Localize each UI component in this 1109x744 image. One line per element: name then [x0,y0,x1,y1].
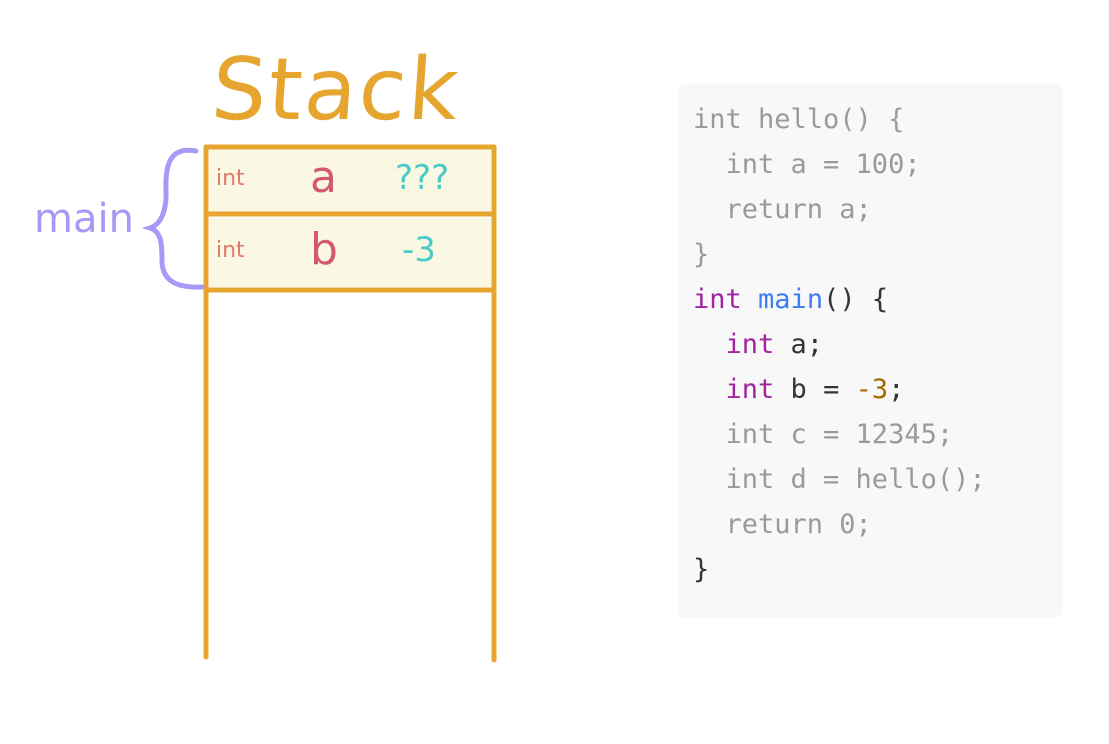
row-var-name: b [310,224,338,275]
code-line: } [678,552,1063,597]
code-token: return 0; [693,509,872,540]
stack-cell-b [209,218,491,287]
code-line: int c = 12345; [678,417,1063,462]
code-token [742,284,758,315]
code-token: b = [774,374,856,405]
code-token: () { [823,284,889,315]
code-token: -3 [855,374,889,405]
code-line: int hello() { [678,102,1063,147]
code-token: int c = 12345; [693,419,954,450]
code-token: int [725,374,775,405]
code-token: return a; [693,194,872,225]
code-line: return 0; [678,507,1063,552]
code-token: int [725,329,775,360]
row-value: ??? [395,158,450,198]
code-token: } [693,554,710,585]
code-line: int d = hello(); [678,462,1063,507]
code-token: int hello() { [693,104,905,135]
code-line: int a = 100; [678,147,1063,192]
code-block: int hello() { int a = 100; return a;} int… [678,84,1063,618]
row-value: -3 [402,230,436,270]
code-token [693,374,726,405]
code-token: } [693,239,710,270]
row-type: int [216,166,245,191]
row-type: int [216,238,245,263]
frame-label-main: main [34,196,134,242]
row-var-name: a [310,152,337,203]
code-line: int main() { [678,282,1063,327]
stack-cell-a [209,150,491,212]
code-token: int d = hello(); [693,464,986,495]
code-token: int [693,284,742,315]
code-token: main [758,284,824,315]
code-token: int a = 100; [693,149,921,180]
code-line: int b = -3; [678,372,1063,417]
code-token: ; [888,374,905,405]
code-line: } [678,237,1063,282]
code-line: int a; [678,327,1063,372]
code-token: a; [774,329,824,360]
brace-icon [141,147,205,290]
code-token [693,329,726,360]
code-line: return a; [678,192,1063,237]
